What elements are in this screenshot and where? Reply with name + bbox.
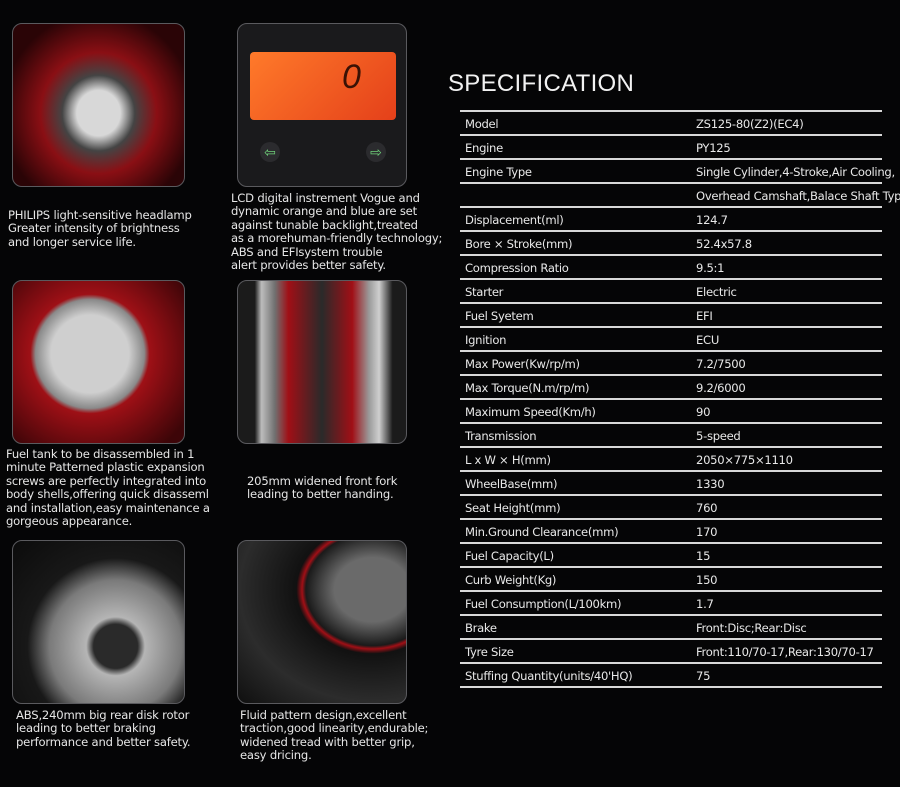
spec-label: Engine Type bbox=[465, 165, 532, 179]
spec-row: Engine Type Single Cylinder,4-Stroke,Air … bbox=[460, 160, 895, 184]
spec-value: ZS125-80(Z2)(EC4) bbox=[696, 117, 804, 131]
lcd-speed-reading: 0 bbox=[342, 58, 361, 96]
disk-rotor-photo bbox=[12, 540, 185, 704]
spec-row: Max Power(Kw/rp/m) 7.2/7500 bbox=[460, 352, 882, 376]
right-arrow-icon: ⇨ bbox=[366, 142, 386, 162]
spec-row: Displacement(ml) 124.7 bbox=[460, 208, 882, 232]
spec-label: Bore × Stroke(mm) bbox=[465, 237, 573, 251]
spec-row: Fuel Capacity(L) 15 bbox=[460, 544, 882, 568]
spec-value: 170 bbox=[696, 525, 718, 539]
spec-value: 124.7 bbox=[696, 213, 728, 227]
spec-label: WheelBase(mm) bbox=[465, 477, 558, 491]
spec-value: 1.7 bbox=[696, 597, 714, 611]
lcd-display: 0 bbox=[250, 52, 396, 120]
spec-value: 15 bbox=[696, 549, 711, 563]
spec-row: Seat Height(mm) 760 bbox=[460, 496, 882, 520]
spec-row: Ignition ECU bbox=[460, 328, 882, 352]
spec-row: Overhead Camshaft,Balace Shaft Type bbox=[460, 184, 900, 208]
spec-label: Seat Height(mm) bbox=[465, 501, 561, 515]
tyre-caption: Fluid pattern design,excellent traction,… bbox=[240, 708, 429, 763]
spec-value: Front:Disc;Rear:Disc bbox=[696, 621, 807, 635]
spec-value: 9.2/6000 bbox=[696, 381, 746, 395]
spec-row: Bore × Stroke(mm) 52.4x57.8 bbox=[460, 232, 882, 256]
fuel-tank-cap-photo bbox=[12, 280, 185, 444]
spec-title: SPECIFICATION bbox=[448, 70, 635, 97]
spec-label: Curb Weight(Kg) bbox=[465, 573, 557, 587]
headlamp-caption: PHILIPS light-sensitive headlamp Greater… bbox=[8, 208, 192, 249]
spec-row: WheelBase(mm) 1330 bbox=[460, 472, 882, 496]
front-fork-photo bbox=[237, 280, 407, 444]
disk-rotor-caption: ABS,240mm big rear disk rotor leading to… bbox=[16, 708, 191, 749]
left-arrow-icon: ⇦ bbox=[260, 142, 280, 162]
spec-label: Min.Ground Clearance(mm) bbox=[465, 525, 619, 539]
spec-label: Model bbox=[465, 117, 499, 131]
spec-row: Brake Front:Disc;Rear:Disc bbox=[460, 616, 882, 640]
spec-label: Displacement(ml) bbox=[465, 213, 564, 227]
spec-value: Overhead Camshaft,Balace Shaft Type bbox=[696, 189, 900, 203]
spec-value: 9.5:1 bbox=[696, 261, 725, 275]
spec-value: 90 bbox=[696, 405, 711, 419]
spec-value: 75 bbox=[696, 669, 711, 683]
spec-label: Transmission bbox=[465, 429, 537, 443]
tyre-photo bbox=[237, 540, 407, 704]
spec-value: 52.4x57.8 bbox=[696, 237, 752, 251]
spec-value: 5-speed bbox=[696, 429, 741, 443]
spec-value: 2050×775×1110 bbox=[696, 453, 793, 467]
spec-row: Starter Electric bbox=[460, 280, 882, 304]
spec-label: Compression Ratio bbox=[465, 261, 569, 275]
fuel-tank-caption: Fuel tank to be disassembled in 1 minute… bbox=[6, 447, 210, 529]
spec-label: Stuffing Quantity(units/40'HQ) bbox=[465, 669, 633, 683]
spec-label: Max Power(Kw/rp/m) bbox=[465, 357, 580, 371]
headlamp-photo bbox=[12, 23, 185, 187]
front-fork-caption: 205mm widened front fork leading to bett… bbox=[247, 474, 398, 502]
spec-value: 7.2/7500 bbox=[696, 357, 746, 371]
spec-label: L x W × H(mm) bbox=[465, 453, 551, 467]
lcd-caption: LCD digital instrement Vogue and dynamic… bbox=[231, 191, 443, 273]
spec-label: Maximum Speed(Km/h) bbox=[465, 405, 596, 419]
spec-label: Ignition bbox=[465, 333, 507, 347]
spec-label: Max Torque(N.m/rp/m) bbox=[465, 381, 590, 395]
spec-label: Starter bbox=[465, 285, 504, 299]
spec-row: Fuel Syetem EFI bbox=[460, 304, 882, 328]
spec-label: Brake bbox=[465, 621, 497, 635]
spec-label: Tyre Size bbox=[465, 645, 514, 659]
spec-row: Curb Weight(Kg) 150 bbox=[460, 568, 882, 592]
spec-value: 1330 bbox=[696, 477, 725, 491]
spec-row: Compression Ratio 9.5:1 bbox=[460, 256, 882, 280]
spec-row: Transmission 5-speed bbox=[460, 424, 882, 448]
spec-value: 760 bbox=[696, 501, 718, 515]
spec-row: Fuel Consumption(L/100km) 1.7 bbox=[460, 592, 882, 616]
spec-row: Maximum Speed(Km/h) 90 bbox=[460, 400, 882, 424]
spec-row: Max Torque(N.m/rp/m) 9.2/6000 bbox=[460, 376, 882, 400]
spec-value: ECU bbox=[696, 333, 720, 347]
spec-value: Front:110/70-17,Rear:130/70-17 bbox=[696, 645, 874, 659]
lcd-instrument-photo: 0 ⇦ ⇨ bbox=[237, 23, 407, 187]
spec-row: Engine PY125 bbox=[460, 136, 882, 160]
spec-value: Single Cylinder,4-Stroke,Air Cooling, bbox=[696, 165, 895, 179]
spec-value: 150 bbox=[696, 573, 718, 587]
spec-row: Min.Ground Clearance(mm) 170 bbox=[460, 520, 882, 544]
spec-row: Stuffing Quantity(units/40'HQ) 75 bbox=[460, 664, 882, 688]
spec-label: Fuel Capacity(L) bbox=[465, 549, 554, 563]
spec-value: EFI bbox=[696, 309, 713, 323]
spec-value: PY125 bbox=[696, 141, 731, 155]
spec-label: Engine bbox=[465, 141, 503, 155]
spec-value: Electric bbox=[696, 285, 737, 299]
spec-row: Model ZS125-80(Z2)(EC4) bbox=[460, 112, 882, 136]
spec-label: Fuel Syetem bbox=[465, 309, 534, 323]
spec-row: L x W × H(mm) 2050×775×1110 bbox=[460, 448, 882, 472]
spec-label: Fuel Consumption(L/100km) bbox=[465, 597, 622, 611]
spec-row: Tyre Size Front:110/70-17,Rear:130/70-17 bbox=[460, 640, 882, 664]
